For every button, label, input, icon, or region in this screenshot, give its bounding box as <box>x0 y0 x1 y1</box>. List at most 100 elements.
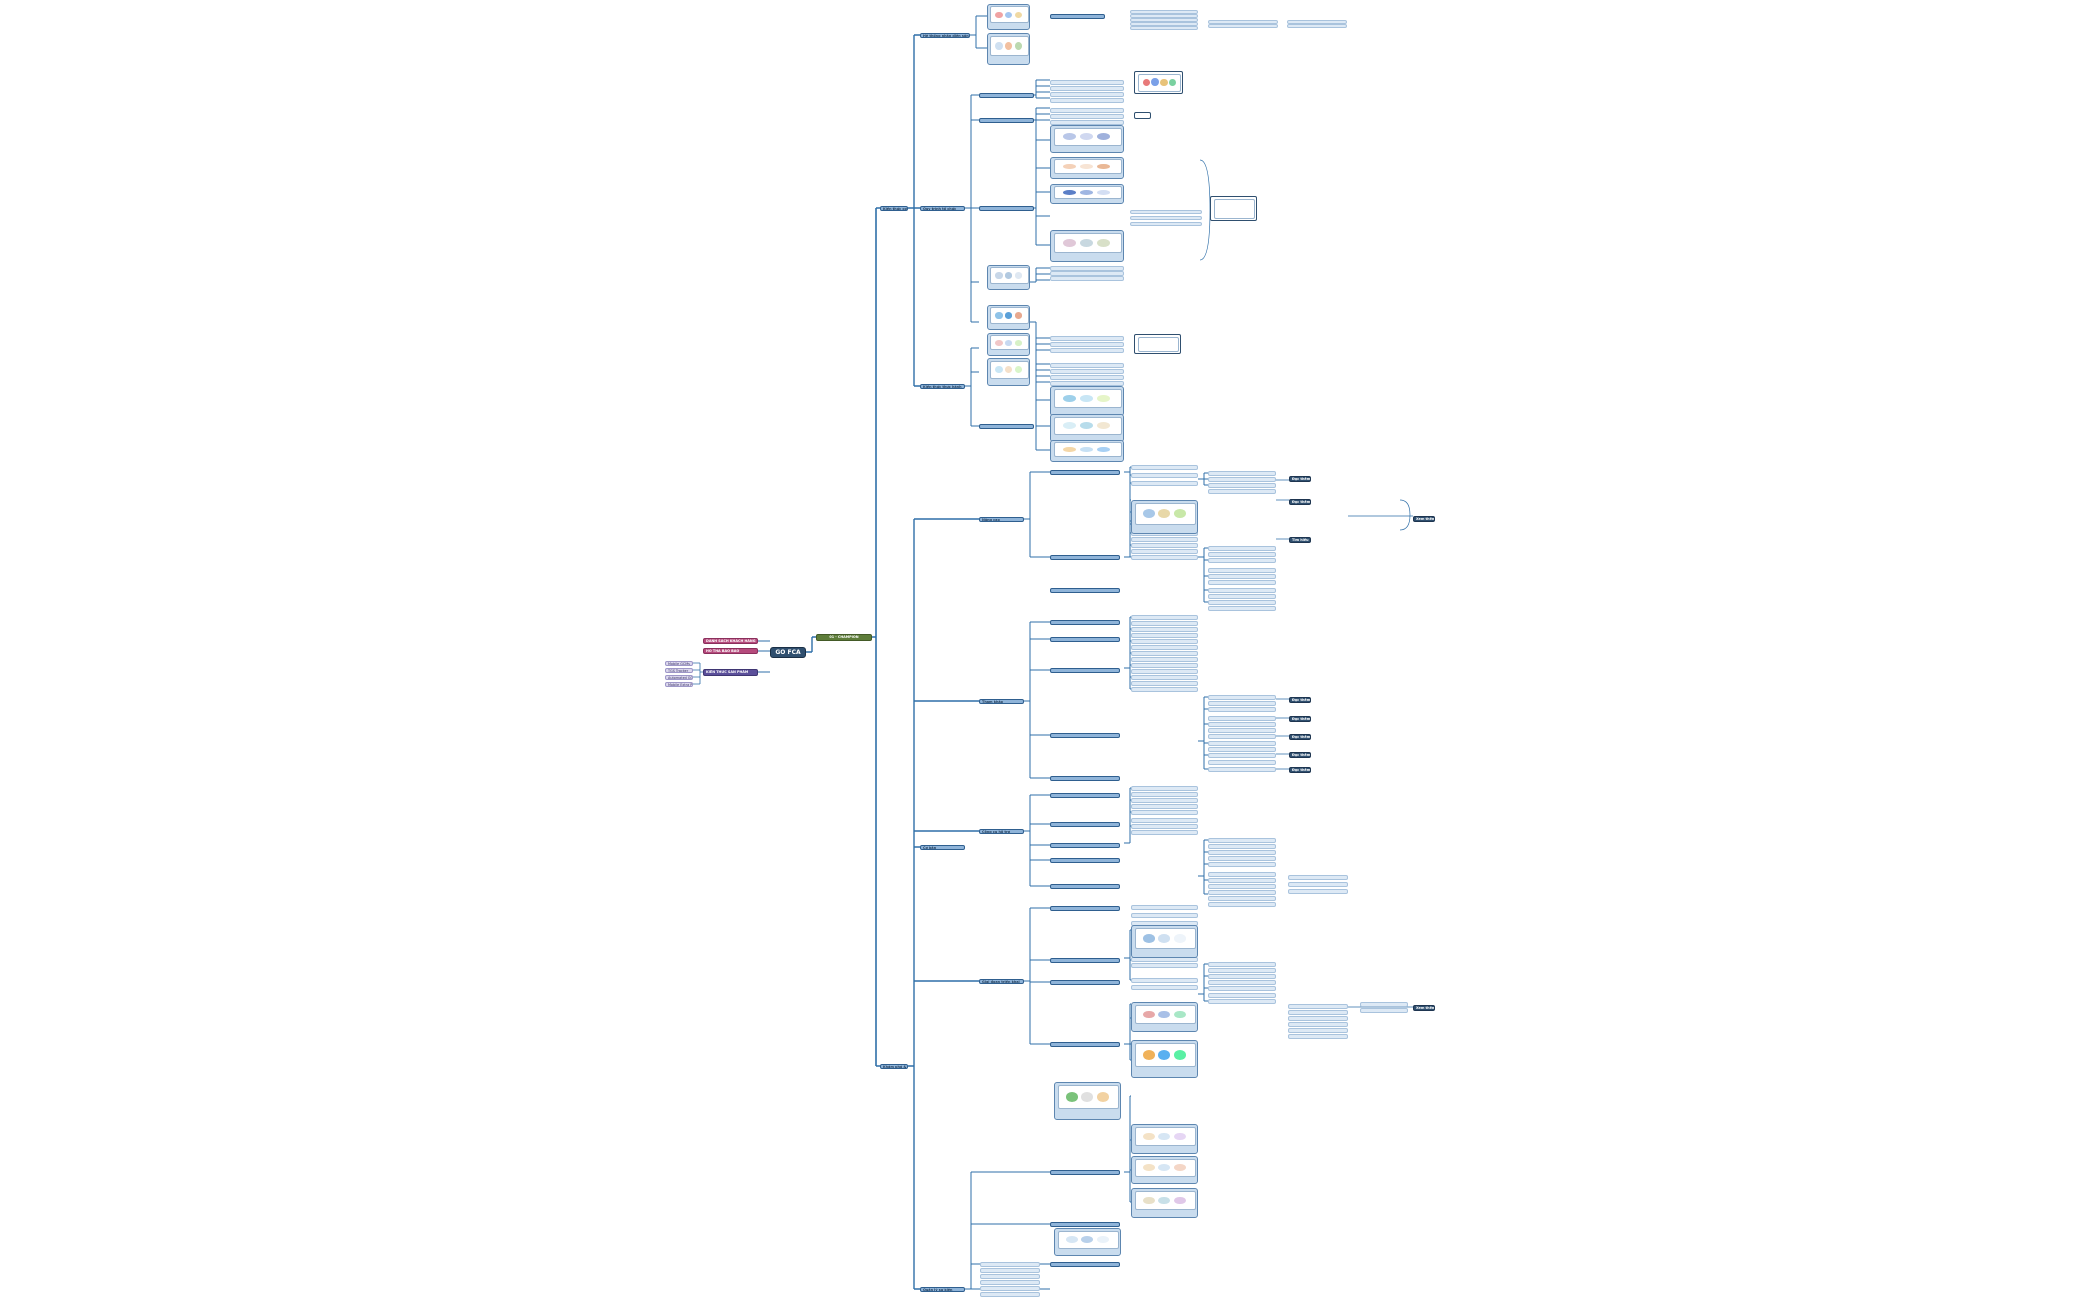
child-node[interactable] <box>1208 552 1276 557</box>
child-node[interactable] <box>1208 588 1276 593</box>
image-card[interactable] <box>1131 1188 1198 1218</box>
child-node[interactable] <box>1050 381 1124 386</box>
child-node[interactable] <box>1208 980 1276 985</box>
child-node[interactable] <box>1050 114 1124 119</box>
child-node[interactable] <box>1208 580 1276 585</box>
child-node[interactable] <box>1208 968 1276 973</box>
child-node[interactable] <box>1208 695 1276 700</box>
callout-read-more[interactable]: Đọc thêm <box>1289 734 1311 740</box>
child-node[interactable] <box>1208 574 1276 579</box>
child-node[interactable] <box>1130 222 1202 226</box>
child-node[interactable] <box>1131 824 1198 829</box>
child-node[interactable] <box>1288 875 1348 880</box>
left-tag[interactable]: Mobile Extra Proc <box>665 682 693 687</box>
child-node[interactable] <box>1208 986 1276 991</box>
child-node[interactable] <box>1130 22 1198 26</box>
child-node[interactable] <box>1050 120 1124 125</box>
child-node[interactable] <box>1208 707 1276 712</box>
child-node[interactable] <box>1050 92 1124 97</box>
child-node[interactable] <box>1130 216 1202 220</box>
child-node[interactable] <box>1288 1016 1348 1021</box>
child-node[interactable] <box>1050 369 1124 374</box>
image-card[interactable] <box>1050 386 1124 416</box>
child-node[interactable] <box>1208 716 1276 721</box>
child-node[interactable] <box>1050 620 1120 625</box>
image-card[interactable] <box>987 358 1030 386</box>
child-node[interactable] <box>1131 663 1198 668</box>
child-node[interactable] <box>1208 850 1276 855</box>
callout-read-more[interactable]: Đọc thêm <box>1289 767 1311 773</box>
child-node[interactable] <box>1208 546 1276 551</box>
image-card[interactable] <box>987 4 1030 30</box>
image-card[interactable] <box>987 265 1030 290</box>
callout-read-more[interactable]: Đọc thêm <box>1289 752 1311 758</box>
child-node[interactable] <box>1208 734 1276 739</box>
callout-read-more[interactable]: Đọc thêm <box>1289 476 1311 482</box>
child-node[interactable] <box>1131 675 1198 680</box>
left-tag[interactable]: TGS Tracker <box>665 668 693 673</box>
child-node[interactable] <box>1131 627 1198 632</box>
child-node[interactable] <box>1288 889 1348 894</box>
child-node[interactable] <box>1208 760 1276 765</box>
child-node[interactable] <box>1131 830 1198 835</box>
child-node[interactable] <box>1131 639 1198 644</box>
child-node[interactable] <box>1050 363 1124 368</box>
level2-process[interactable]: Quy trình tổ chức <box>920 206 965 211</box>
child-node[interactable] <box>1131 621 1198 626</box>
level3-basic-b[interactable]: Tham khảo <box>979 699 1024 704</box>
child-node[interactable] <box>979 424 1034 429</box>
child-node[interactable] <box>1050 588 1120 593</box>
child-node[interactable] <box>1050 822 1120 827</box>
child-node[interactable] <box>1050 80 1124 85</box>
left-tag[interactable]: Automated GC <box>665 675 693 680</box>
image-card[interactable] <box>1131 1002 1198 1032</box>
child-node[interactable] <box>1208 838 1276 843</box>
image-card[interactable] <box>1050 440 1124 462</box>
child-node[interactable] <box>1050 668 1120 673</box>
child-node[interactable] <box>1131 543 1198 548</box>
child-node[interactable] <box>1360 1008 1408 1013</box>
child-node[interactable] <box>1208 747 1276 752</box>
child-node[interactable] <box>1131 804 1198 809</box>
child-node[interactable] <box>1288 1010 1348 1015</box>
child-node[interactable] <box>1130 26 1198 30</box>
child-node[interactable] <box>1208 872 1276 877</box>
level1-explore[interactable]: Khám phá & ý tưởng <box>880 1064 908 1069</box>
child-node[interactable] <box>1131 633 1198 638</box>
child-node[interactable] <box>1288 1034 1348 1039</box>
child-node[interactable] <box>1208 890 1276 895</box>
child-node[interactable] <box>1131 481 1198 486</box>
child-node[interactable] <box>1208 701 1276 706</box>
child-node[interactable] <box>1208 606 1276 611</box>
child-node[interactable] <box>1050 348 1124 353</box>
child-node[interactable] <box>1131 657 1198 662</box>
callout-learn[interactable]: Tìm hiểu <box>1289 537 1311 543</box>
child-node[interactable] <box>1131 687 1198 692</box>
child-node[interactable] <box>1131 645 1198 650</box>
child-node[interactable] <box>1050 776 1120 781</box>
level3-basic-d[interactable]: Giai đoạn triển khai <box>979 979 1024 984</box>
child-node[interactable] <box>1130 210 1202 214</box>
child-node[interactable] <box>980 1292 1040 1297</box>
child-node[interactable] <box>1208 600 1276 605</box>
child-node[interactable] <box>980 1262 1040 1267</box>
child-node[interactable] <box>1208 962 1276 967</box>
root-node[interactable]: GO FCA <box>770 647 806 658</box>
child-node[interactable] <box>1208 477 1276 482</box>
child-node[interactable] <box>1131 549 1198 554</box>
image-card[interactable] <box>1050 414 1124 442</box>
child-node[interactable] <box>1131 669 1198 674</box>
level3-basic-c[interactable]: Công cụ hỗ trợ <box>979 829 1024 834</box>
image-card[interactable] <box>1131 1040 1198 1078</box>
child-node[interactable] <box>1050 1042 1120 1047</box>
child-node[interactable] <box>979 93 1034 98</box>
child-node[interactable] <box>1131 913 1198 918</box>
image-card[interactable] <box>987 305 1030 330</box>
child-node[interactable] <box>1050 276 1124 281</box>
child-node[interactable] <box>1050 884 1120 889</box>
child-node[interactable] <box>1131 963 1198 968</box>
branch-gift-pool[interactable]: HỒ THẢ BẢO BẢO <box>703 648 758 654</box>
level3-basic-a[interactable]: Nâng cao <box>979 517 1024 522</box>
child-node[interactable] <box>1131 786 1198 791</box>
child-node[interactable] <box>1288 882 1348 887</box>
